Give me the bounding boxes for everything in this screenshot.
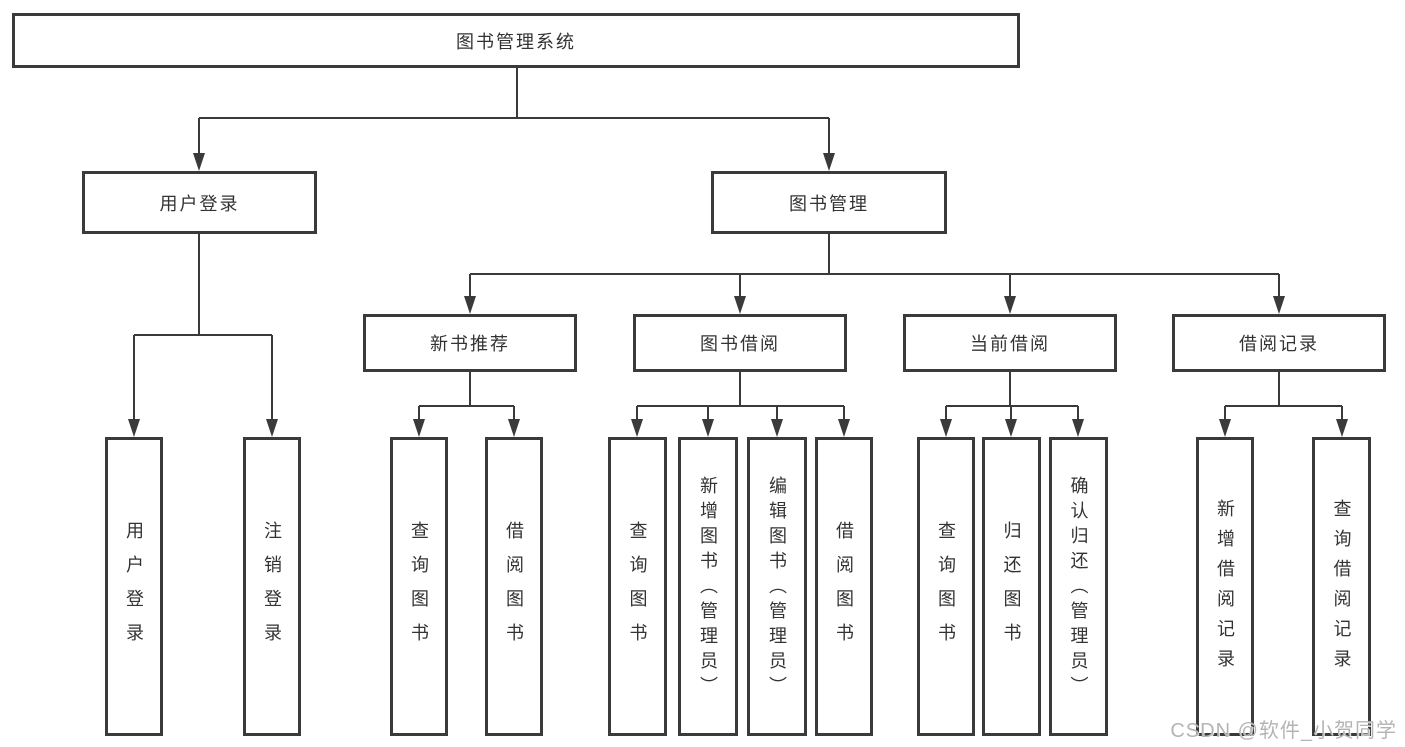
leaf-borrowing-add-books-admin: 新增图书（管理员） (678, 437, 738, 736)
leaf-recommend-borrow-books: 借阅图书 (485, 437, 543, 736)
leaf-records-query-record: 查询借阅记录 (1312, 437, 1371, 736)
leaf-logout: 注销登录 (243, 437, 301, 736)
node-book-borrowing: 图书借阅 (633, 314, 847, 372)
leaf-current-query-books: 查询图书 (917, 437, 975, 736)
node-current-borrowing: 当前借阅 (903, 314, 1117, 372)
node-borrow-records: 借阅记录 (1172, 314, 1386, 372)
node-new-book-recommend: 新书推荐 (363, 314, 577, 372)
node-book-management: 图书管理 (711, 171, 947, 234)
leaf-current-confirm-return-admin: 确认归还（管理员） (1049, 437, 1108, 736)
leaf-borrowing-borrow-books: 借阅图书 (815, 437, 873, 736)
node-user-login: 用户登录 (82, 171, 317, 234)
node-root-system: 图书管理系统 (12, 13, 1020, 68)
leaf-borrowing-query-books: 查询图书 (608, 437, 667, 736)
leaf-user-login: 用户登录 (105, 437, 163, 736)
leaf-current-return-books: 归还图书 (982, 437, 1041, 736)
leaf-recommend-query-books: 查询图书 (390, 437, 448, 736)
csdn-watermark: CSDN @软件_小贺同学 (1170, 720, 1397, 742)
leaf-records-add-record: 新增借阅记录 (1196, 437, 1254, 736)
leaf-borrowing-edit-books-admin: 编辑图书（管理员） (747, 437, 807, 736)
